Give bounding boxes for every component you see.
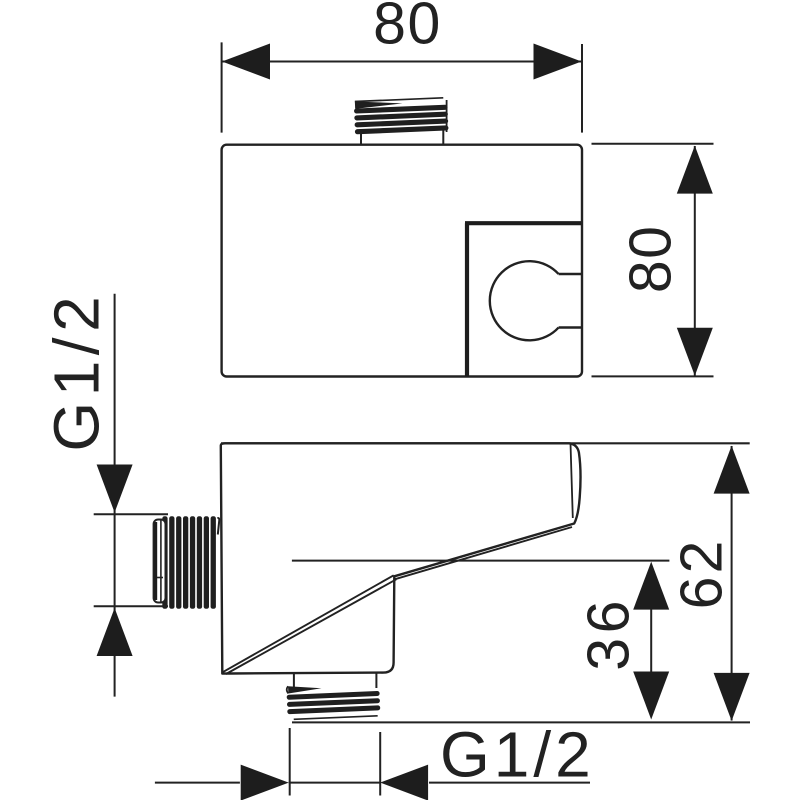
- svg-text:G1/2: G1/2: [41, 291, 113, 452]
- svg-text:G1/2: G1/2: [440, 718, 595, 790]
- svg-text:36: 36: [576, 596, 642, 671]
- svg-text:80: 80: [373, 0, 442, 57]
- svg-text:62: 62: [669, 538, 735, 610]
- svg-text:80: 80: [618, 225, 684, 294]
